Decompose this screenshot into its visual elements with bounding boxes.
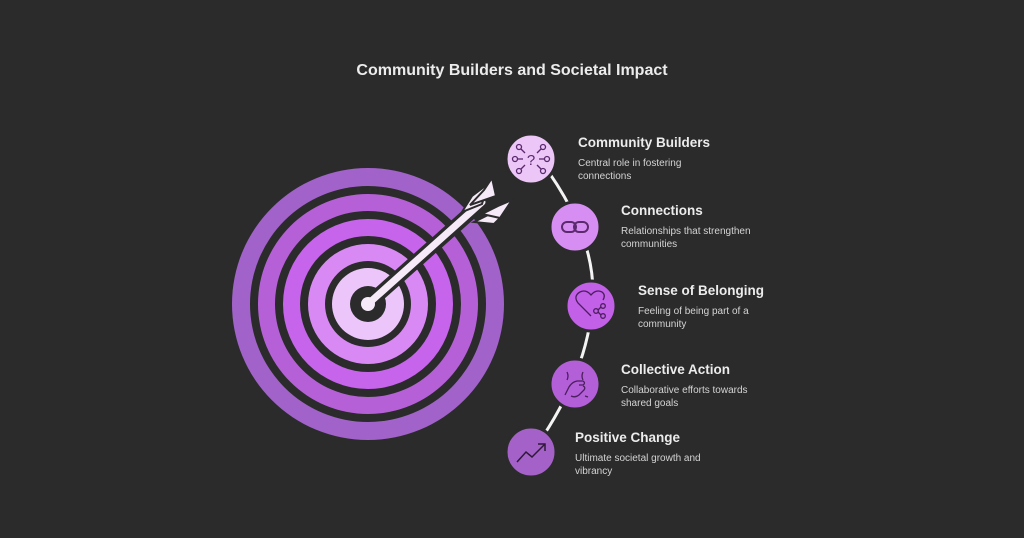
step-circle-community-builders: ? [504,132,558,186]
step-title: Sense of Belonging [638,283,765,298]
step-connections: Connections Relationships that strengthe… [621,203,771,251]
heart-share-icon [575,290,606,319]
link-icon [561,221,589,233]
step-title: Community Builders [578,135,711,150]
step-circle-connections [548,200,602,254]
step-description: Collaborative efforts towards shared goa… [621,385,748,409]
step-title: Connections [621,203,703,218]
step-description: Feeling of being part of a community [638,306,749,330]
hands-together-icon [564,371,589,398]
step-description: Ultimate societal growth and vibrancy [575,453,701,477]
step-circle-positive-change [504,425,558,479]
step-collective-action: Collective Action Collaborative efforts … [621,362,771,410]
step-description: Central role in fostering connections [578,158,682,182]
arrow-icon [361,175,515,311]
step-circle-sense-of-belonging [564,279,618,333]
trend-up-icon [516,443,546,463]
step-circle-collective-action [548,357,602,411]
step-community-builders: Community Builders Central role in foste… [578,135,710,183]
svg-text:?: ? [527,152,535,169]
step-positive-change: Positive Change Ultimate societal growth… [575,430,725,478]
step-sense-of-belonging: Sense of Belonging Feeling of being part… [638,283,764,331]
step-description: Relationships that strengthen communitie… [621,226,751,250]
step-title: Positive Change [575,430,681,445]
page-title: Community Builders and Societal Impact [356,62,668,79]
step-title: Collective Action [621,362,731,377]
network-question-icon: ? [511,143,551,175]
